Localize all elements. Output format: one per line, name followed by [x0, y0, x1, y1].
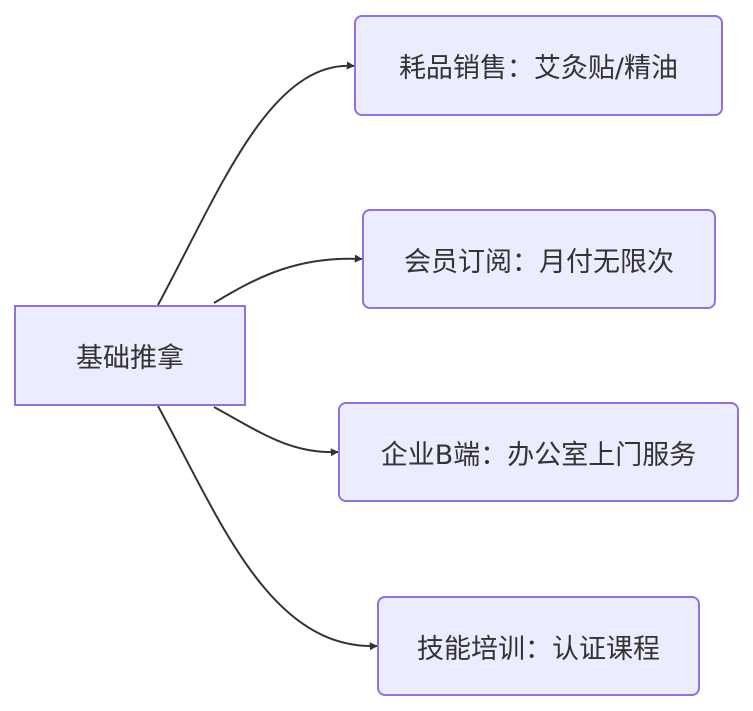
- root-node-label: 基础推拿: [76, 343, 184, 374]
- edge-to-branch-4: [157, 405, 378, 651]
- root-node[interactable]: 基础推拿: [14, 305, 246, 406]
- edge-to-branch-2: [213, 254, 363, 304]
- branch-node-label: 技能培训：认证课程: [417, 633, 660, 665]
- edge-to-branch-1: [157, 61, 355, 306]
- branch-node-membership[interactable]: 会员订阅：月付无限次: [362, 209, 716, 309]
- edge-to-branch-3: [213, 406, 339, 457]
- branch-node-training[interactable]: 技能培训：认证课程: [377, 596, 700, 696]
- branch-node-label: 耗品销售：艾灸贴/精油: [398, 53, 679, 84]
- branch-node-label: 会员订阅：月付无限次: [404, 246, 674, 278]
- branch-node-enterprise[interactable]: 企业B端：办公室上门服务: [338, 402, 739, 502]
- branch-node-label: 企业B端：办公室上门服务: [380, 439, 697, 471]
- branch-node-consumables[interactable]: 耗品销售：艾灸贴/精油: [354, 15, 723, 116]
